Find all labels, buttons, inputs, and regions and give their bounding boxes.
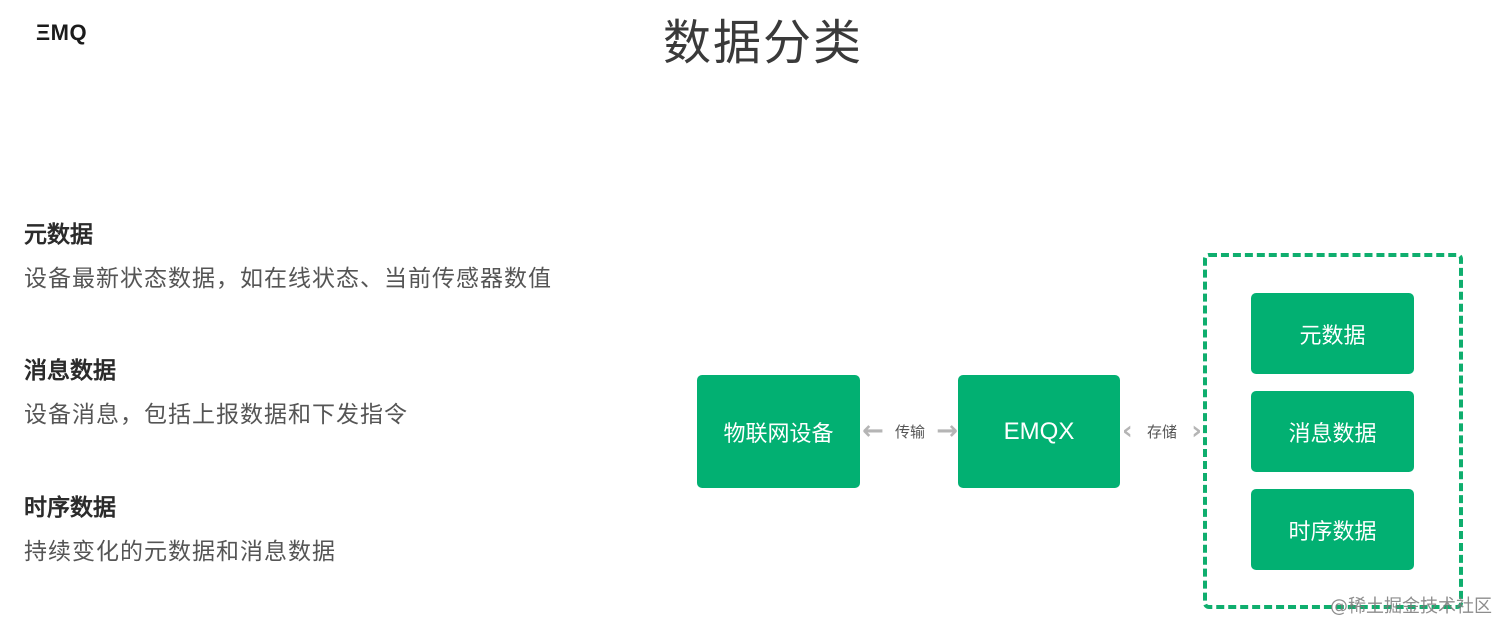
connector-label: 存储 (1146, 422, 1177, 441)
arrow-left-icon: ← (862, 416, 884, 446)
section-metadata: 元数据 设备最新状态数据，如在线状态、当前传感器数值 (24, 220, 552, 294)
storage-item-metadata: 元数据 (1251, 293, 1414, 374)
node-emqx: EMQX (958, 375, 1120, 488)
watermark: @稀土掘金技术社区 (1330, 596, 1492, 617)
connector-storage: ‹ 存储 › (1122, 418, 1202, 444)
storage-item-timeseries-data: 时序数据 (1251, 489, 1414, 570)
chevron-right-icon: › (1191, 416, 1202, 446)
connector-transfer: ← 传输 → (862, 418, 958, 444)
storage-item-message-data: 消息数据 (1251, 391, 1414, 472)
storage-group (1203, 253, 1463, 609)
chevron-left-icon: ‹ (1122, 416, 1133, 446)
emq-logo: ΞMQ (36, 20, 88, 45)
section-heading: 消息数据 (24, 357, 116, 384)
section-description: 设备最新状态数据，如在线状态、当前传感器数值 (24, 266, 552, 292)
section-heading: 时序数据 (24, 494, 116, 521)
section-message-data: 消息数据 设备消息，包括上报数据和下发指令 (24, 356, 408, 430)
section-heading: 元数据 (24, 221, 93, 248)
section-description: 持续变化的元数据和消息数据 (24, 539, 336, 565)
arrow-right-icon: → (936, 416, 958, 446)
node-iot-device: 物联网设备 (697, 375, 860, 488)
section-timeseries-data: 时序数据 持续变化的元数据和消息数据 (24, 493, 336, 567)
section-description: 设备消息，包括上报数据和下发指令 (24, 402, 408, 428)
connector-label: 传输 (894, 422, 925, 441)
page-title: 数据分类 (662, 15, 863, 71)
